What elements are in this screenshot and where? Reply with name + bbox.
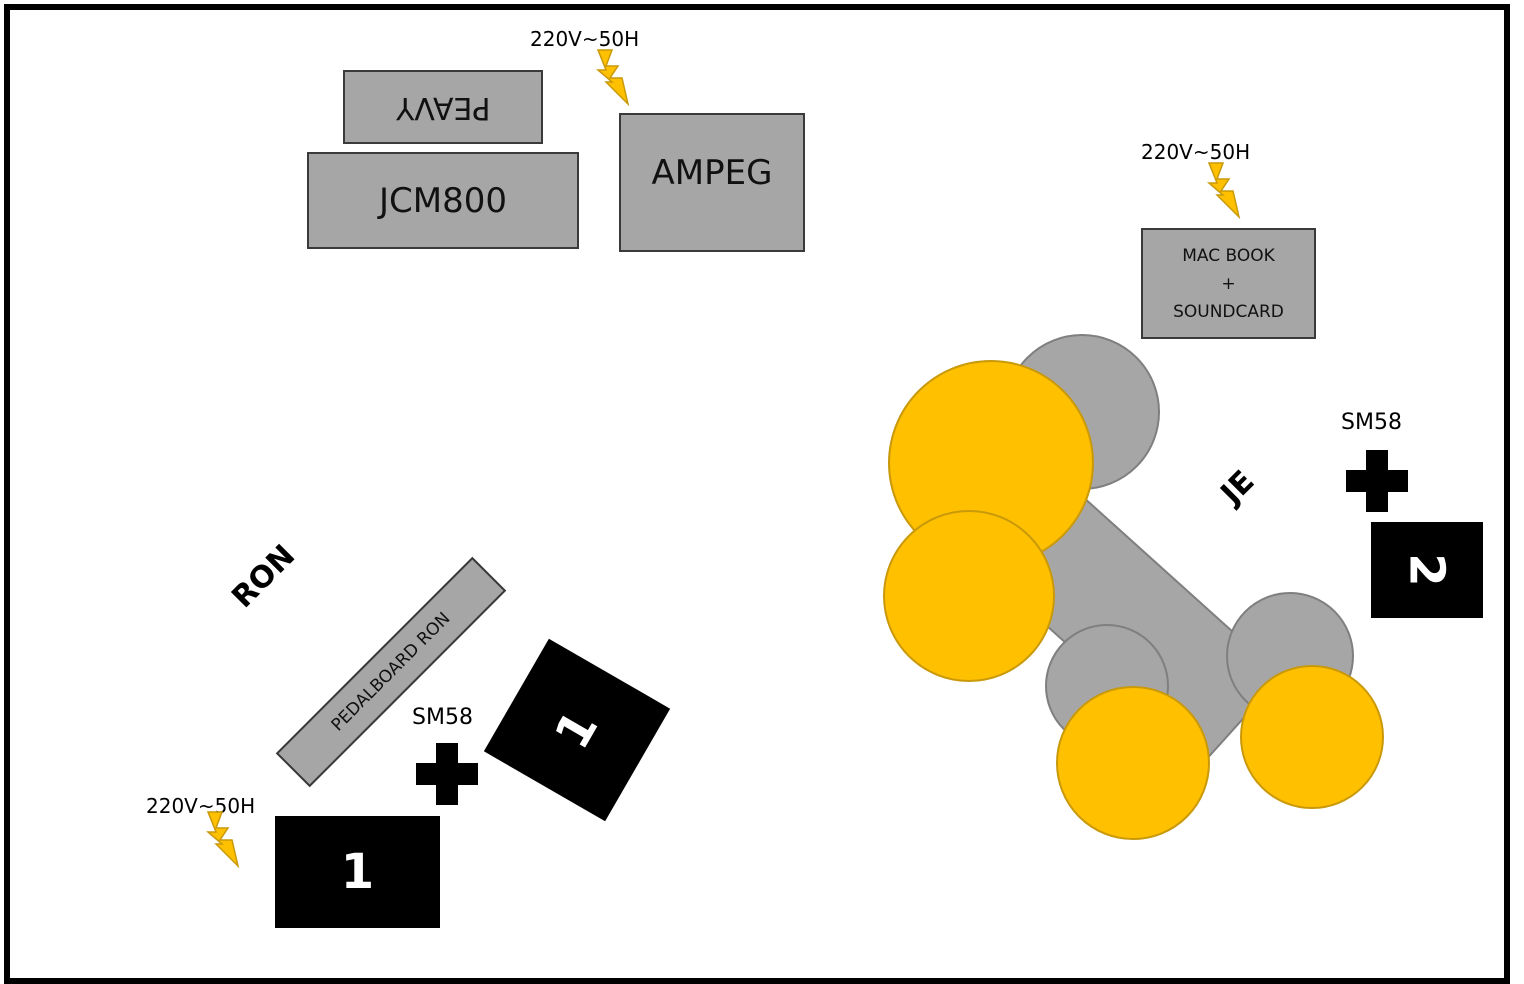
mic-label-left: SM58 — [412, 705, 473, 730]
monitor-1-front-label: 1 — [340, 844, 375, 900]
plus-label: + — [1221, 273, 1236, 294]
mic-position-left-icon — [416, 743, 478, 805]
peavy-amp: PEAVY — [343, 70, 543, 144]
hihat-cymbal — [1056, 686, 1210, 840]
jcm800-label: JCM800 — [379, 180, 507, 221]
macbook-label: MAC BOOK — [1182, 245, 1275, 266]
crash-cymbal — [883, 510, 1055, 682]
soundcard-label: SOUNDCARD — [1173, 301, 1284, 322]
monitor-1-front: 1 — [275, 816, 440, 928]
jcm800-amp: JCM800 — [307, 152, 579, 249]
mic-position-right-icon — [1346, 450, 1408, 512]
power-bolt-icon — [595, 49, 630, 107]
splash-cymbal — [1240, 665, 1384, 809]
monitor-1-angled-label: 1 — [544, 701, 610, 759]
monitor-2-label: 2 — [1399, 553, 1455, 587]
power-label-top: 220V~50H — [530, 27, 640, 51]
power-bolt-icon — [205, 811, 240, 869]
ampeg-amp: AMPEG — [619, 113, 805, 252]
power-bolt-icon — [1206, 162, 1241, 220]
ampeg-label: AMPEG — [651, 153, 773, 193]
monitor-2: 2 — [1371, 522, 1483, 618]
power-label-right: 220V~50H — [1141, 140, 1251, 164]
mic-label-right: SM58 — [1341, 410, 1402, 435]
power-label-left: 220V~50H — [146, 794, 256, 818]
macbook-soundcard: MAC BOOK + SOUNDCARD — [1141, 228, 1316, 339]
